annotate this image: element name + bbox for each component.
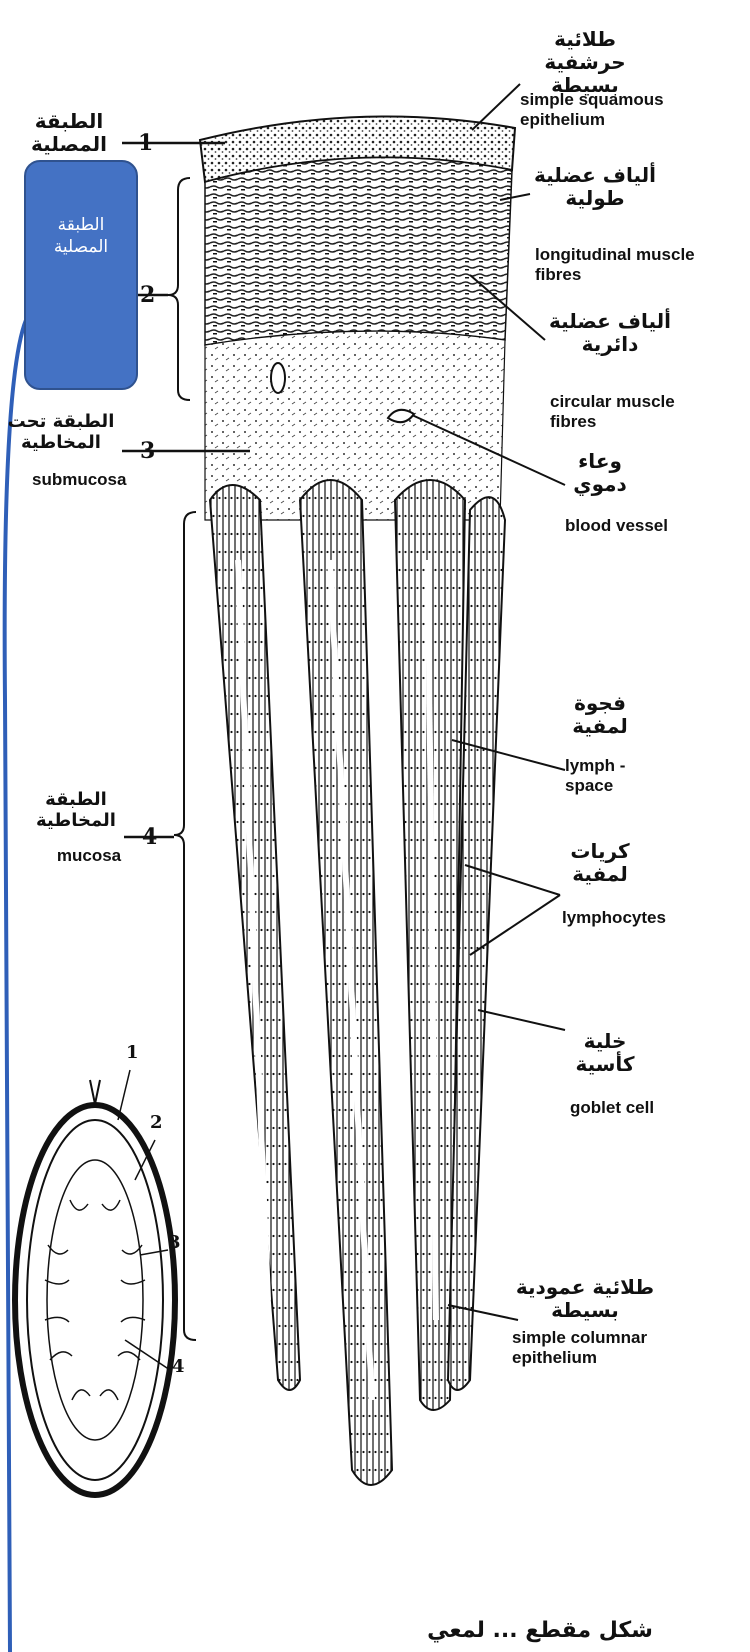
columnar-label-en: simple columnar epithelium: [512, 1328, 702, 1367]
inset-number-4: 4: [172, 1356, 185, 1377]
mucosa-label-en: mucosa: [54, 846, 124, 866]
submucosa-label-ar: الطبقة تحت المخاطية: [2, 412, 120, 453]
serosa-callout: الطبقة المصلية: [24, 160, 138, 390]
layer-number-3: 3: [140, 438, 155, 464]
circular-label-ar: ألياف عضلية دائرية: [545, 310, 675, 356]
goblet-cell-label-ar: خلية كأسية: [560, 1030, 650, 1076]
longitudinal-label-ar: ألياف عضلية طولية: [530, 164, 660, 210]
layer-number-1: 1: [138, 130, 153, 156]
blood-vessel-mark: [271, 363, 285, 393]
squamous-label-ar: طلائية حرشفية بسيطة: [520, 28, 650, 97]
inset-number-2: 2: [150, 1112, 163, 1133]
mucosa-label-ar: الطبقة المخاطية: [28, 790, 124, 831]
blood-vessel-label-ar: وعاء دموي: [555, 450, 645, 496]
goblet-cell-label-en: goblet cell: [570, 1098, 670, 1118]
lymph-space-label-en: lymph - space: [565, 756, 675, 795]
layer-number-2: 2: [140, 282, 155, 308]
circular-label-en: circular muscle fibres: [550, 392, 690, 431]
layer-brackets: [168, 178, 196, 1340]
inset-number-3: 3: [168, 1232, 181, 1253]
inset-cross-section: [15, 1070, 175, 1495]
inset-villi: [45, 1200, 145, 1400]
muscle-layer: [205, 158, 512, 346]
inset-number-1: 1: [126, 1042, 139, 1063]
lymphocytes-label-en: lymphocytes: [562, 908, 672, 928]
lymph-space-label-ar: فجوة لمفية: [555, 692, 645, 738]
lymphocytes-label-ar: كريات لمفية: [555, 840, 645, 886]
serosa-label-ar: الطبقة المصلية: [14, 110, 124, 156]
villi: [210, 480, 505, 1485]
columnar-label-ar: طلائية عمودية بسيطة: [510, 1276, 660, 1322]
longitudinal-label-en: longitudinal muscle fibres: [535, 245, 715, 284]
villus-2: [300, 480, 392, 1485]
squamous-label-en: simple squamous epithelium: [520, 90, 700, 129]
callout-text: الطبقة المصلية: [54, 215, 108, 257]
callout-connector: [5, 320, 26, 1652]
layer-number-4: 4: [142, 824, 157, 850]
submucosa-label-en: submucosa: [32, 470, 122, 490]
bottom-caption: شكل مقطع ... لمعي: [340, 1618, 740, 1643]
blood-vessel-label-en: blood vessel: [565, 516, 675, 536]
